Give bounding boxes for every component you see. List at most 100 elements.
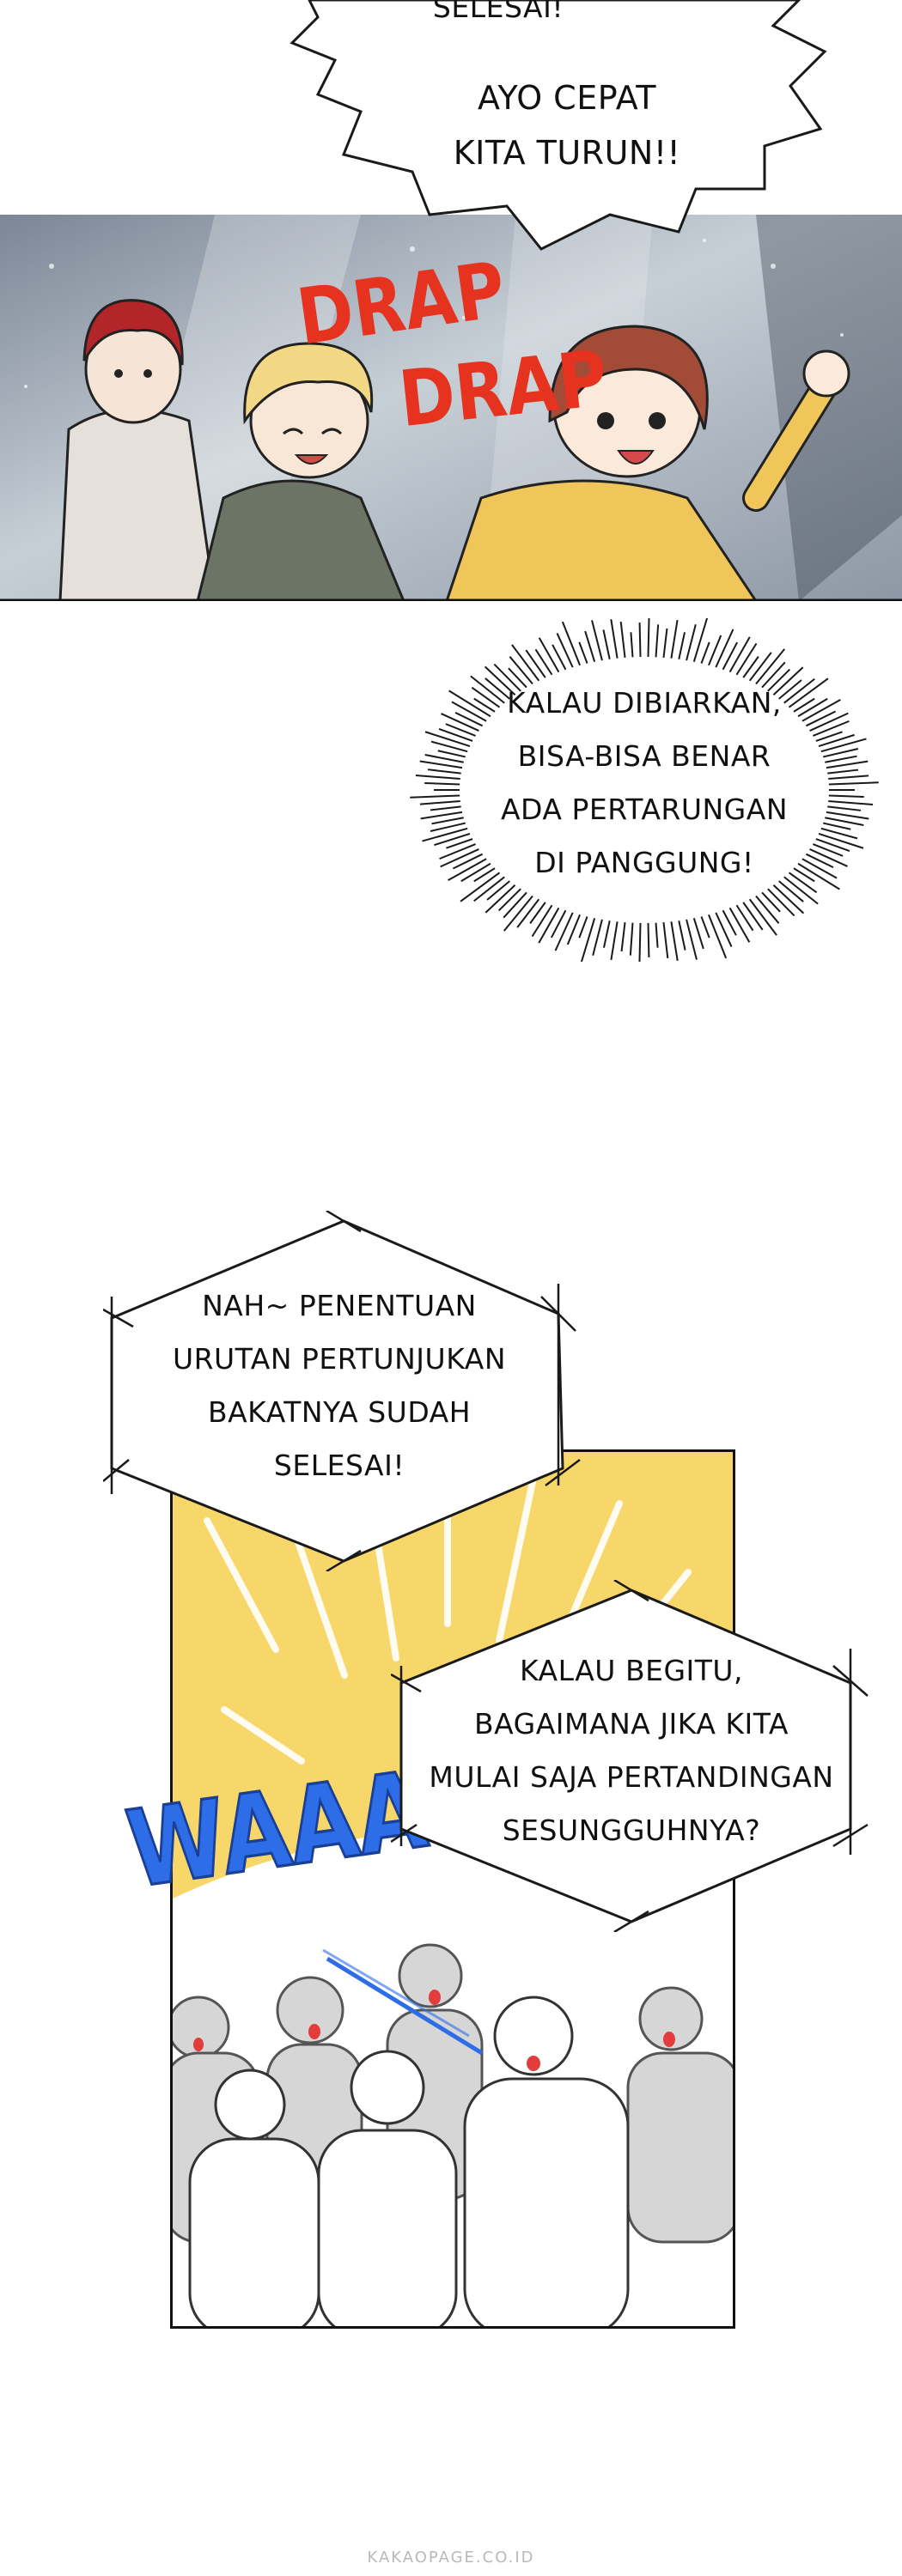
burst-line — [826, 760, 868, 769]
burst-line — [454, 712, 484, 727]
burst-line — [778, 880, 804, 902]
burst-line — [584, 630, 596, 663]
burst-line — [793, 697, 815, 713]
burst-line — [420, 811, 463, 820]
burst-line — [592, 919, 603, 957]
bubble-line: KITA TURUN!! — [453, 134, 681, 172]
bubble-line: MULAI SAJA PERTANDINGAN — [429, 1760, 834, 1794]
burst-line — [783, 677, 815, 704]
burst-line — [531, 904, 553, 938]
burst-line — [828, 781, 879, 786]
burst-line — [619, 621, 626, 658]
burst-line — [473, 876, 505, 902]
bubble-line: AYO CEPAT — [478, 79, 656, 117]
burst-line — [630, 632, 634, 658]
burst-line — [722, 909, 737, 936]
burst-line — [620, 922, 626, 952]
burst-line — [460, 862, 491, 883]
bubble-line: DI PANGGUNG! — [534, 846, 754, 879]
running-scene-art — [0, 215, 902, 601]
match-bubble-text: KALAU BEGITU, BAGAIMANA JIKA KITA MULAI … — [417, 1644, 846, 1857]
burst-line — [700, 916, 710, 939]
burst-line — [434, 833, 471, 847]
burst-line — [498, 888, 521, 912]
burst-line — [538, 907, 560, 944]
burst-line — [801, 858, 838, 879]
burst-line — [448, 690, 491, 718]
panel-running-scene: DRAP DRAP — [0, 215, 902, 601]
bubble-line: KALAU DIBIARKAN, — [507, 686, 782, 720]
burst-line — [662, 628, 668, 658]
burst-line — [610, 618, 619, 659]
burst-line — [708, 914, 728, 959]
burst-line — [602, 920, 611, 948]
burst-line — [815, 838, 850, 852]
burst-line — [566, 914, 581, 945]
burst-line — [485, 884, 516, 914]
burst-line — [424, 781, 460, 786]
burst-line — [440, 848, 479, 868]
burst-line — [742, 902, 764, 931]
burst-line — [439, 843, 476, 860]
burst-line — [534, 648, 553, 676]
burst-line — [793, 867, 815, 883]
bubble-line: URUTAN PERTUNJUKAN — [172, 1342, 507, 1376]
burst-line — [700, 641, 710, 664]
burst-line — [493, 663, 521, 692]
burst-line — [422, 827, 468, 842]
bubble-line: SELESAI! — [273, 1449, 405, 1482]
crowd-front — [188, 1996, 630, 2326]
burst-line — [473, 697, 496, 713]
burst-line — [825, 817, 864, 826]
burst-line — [470, 675, 505, 704]
top-bubble-text: AYO CEPAT KITA TURUN!! — [430, 70, 704, 180]
burst-line — [708, 635, 722, 666]
burst-line — [431, 817, 464, 825]
burst-line — [419, 760, 463, 769]
burst-line — [715, 629, 734, 668]
burst-line — [788, 872, 818, 894]
burst-line — [529, 902, 546, 924]
burst-line — [580, 918, 596, 962]
burst-line — [503, 895, 533, 932]
bubble-line: ADA PERTARUNGAN — [500, 793, 789, 826]
burst-line — [503, 891, 527, 919]
burst-line — [828, 794, 864, 799]
burst-line — [561, 621, 581, 666]
burst-line — [554, 912, 574, 951]
burst-line — [828, 775, 869, 781]
brunette-girl — [445, 325, 850, 601]
burst-line — [430, 822, 466, 832]
burst-line — [801, 698, 841, 722]
burst-line — [809, 712, 849, 732]
burst-line — [813, 843, 844, 857]
burst-line — [797, 862, 840, 890]
burst-line — [525, 649, 546, 678]
spiky-bubble-text: KALAU DIBIARKAN, BISA-BISA BENAR ADA PER… — [455, 677, 833, 890]
burst-line — [471, 686, 501, 708]
burst-line — [485, 677, 510, 700]
burst-line — [827, 769, 859, 775]
burst-line — [823, 748, 859, 758]
burst-line — [755, 648, 786, 685]
burst-line — [484, 665, 516, 696]
burst-line — [815, 731, 843, 742]
burst-line — [427, 769, 461, 775]
burst-line — [748, 898, 777, 936]
burst-line — [556, 633, 574, 668]
burst-line — [678, 920, 686, 951]
bubble-line: BISA-BISA BENAR — [517, 739, 771, 773]
speech-bubble-match: KALAU BEGITU, BAGAIMANA JIKA KITA MULAI … — [391, 1580, 872, 1932]
speech-bubble-spiky: KALAU DIBIARKAN, BISA-BISA BENAR ADA PER… — [404, 618, 885, 962]
burst-line — [448, 858, 487, 882]
bubble-line: NAH~ PENENTUAN — [202, 1289, 477, 1322]
burst-line — [742, 656, 759, 678]
bubble-line: BAKATNYA SUDAH — [207, 1395, 472, 1429]
burst-line — [767, 888, 795, 917]
burst-line — [805, 853, 834, 868]
burst-line — [430, 805, 461, 811]
burst-line — [451, 701, 487, 722]
burst-line — [827, 805, 862, 811]
burst-line — [441, 713, 479, 732]
burst-line — [486, 880, 510, 901]
